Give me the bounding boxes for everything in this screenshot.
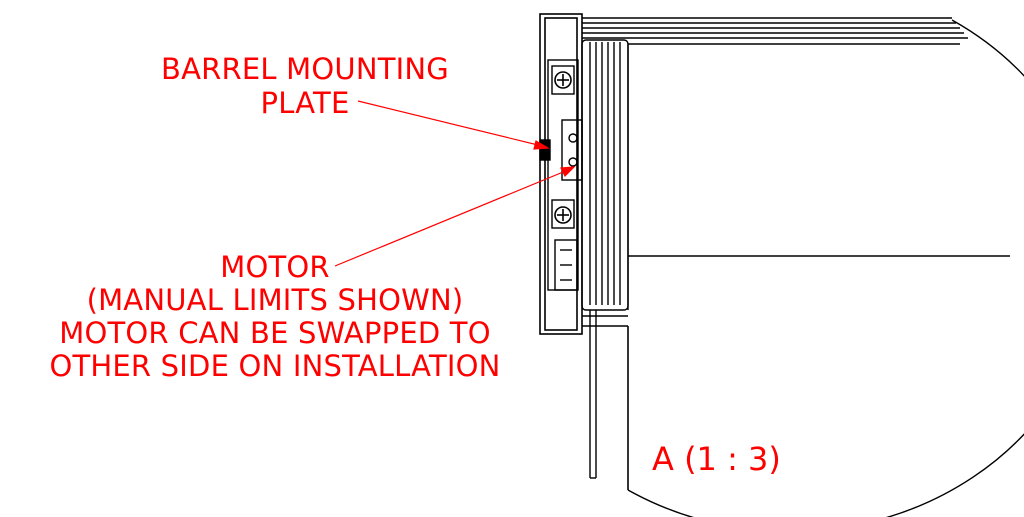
- motor-callout: MOTOR (MANUAL LIMITS SHOWN) MOTOR CAN BE…: [10, 251, 540, 383]
- screw-icon: [554, 206, 572, 224]
- callout-line: MOTOR: [220, 250, 330, 284]
- pull-cord: [589, 310, 597, 479]
- barrel-mounting-plate-callout: BARREL MOUNTING PLATE: [130, 52, 480, 120]
- callout-line: MOTOR CAN BE SWAPPED TO: [59, 316, 491, 350]
- callout-line: OTHER SIDE ON INSTALLATION: [49, 349, 501, 383]
- callout-line: PLATE: [260, 86, 350, 120]
- roller-barrel: [581, 39, 1010, 311]
- cassette-housing: [539, 13, 968, 490]
- leader-lines: [334, 100, 576, 267]
- callout-line: (MANUAL LIMITS SHOWN): [86, 283, 464, 317]
- callout-line: BARREL MOUNTING: [161, 52, 449, 86]
- motor-head-drawing: [554, 133, 578, 291]
- barrel-mounting-plate-drawing: [539, 59, 583, 291]
- screw-icon: [554, 71, 572, 89]
- detail-scale-label: A (1 : 3): [652, 440, 781, 478]
